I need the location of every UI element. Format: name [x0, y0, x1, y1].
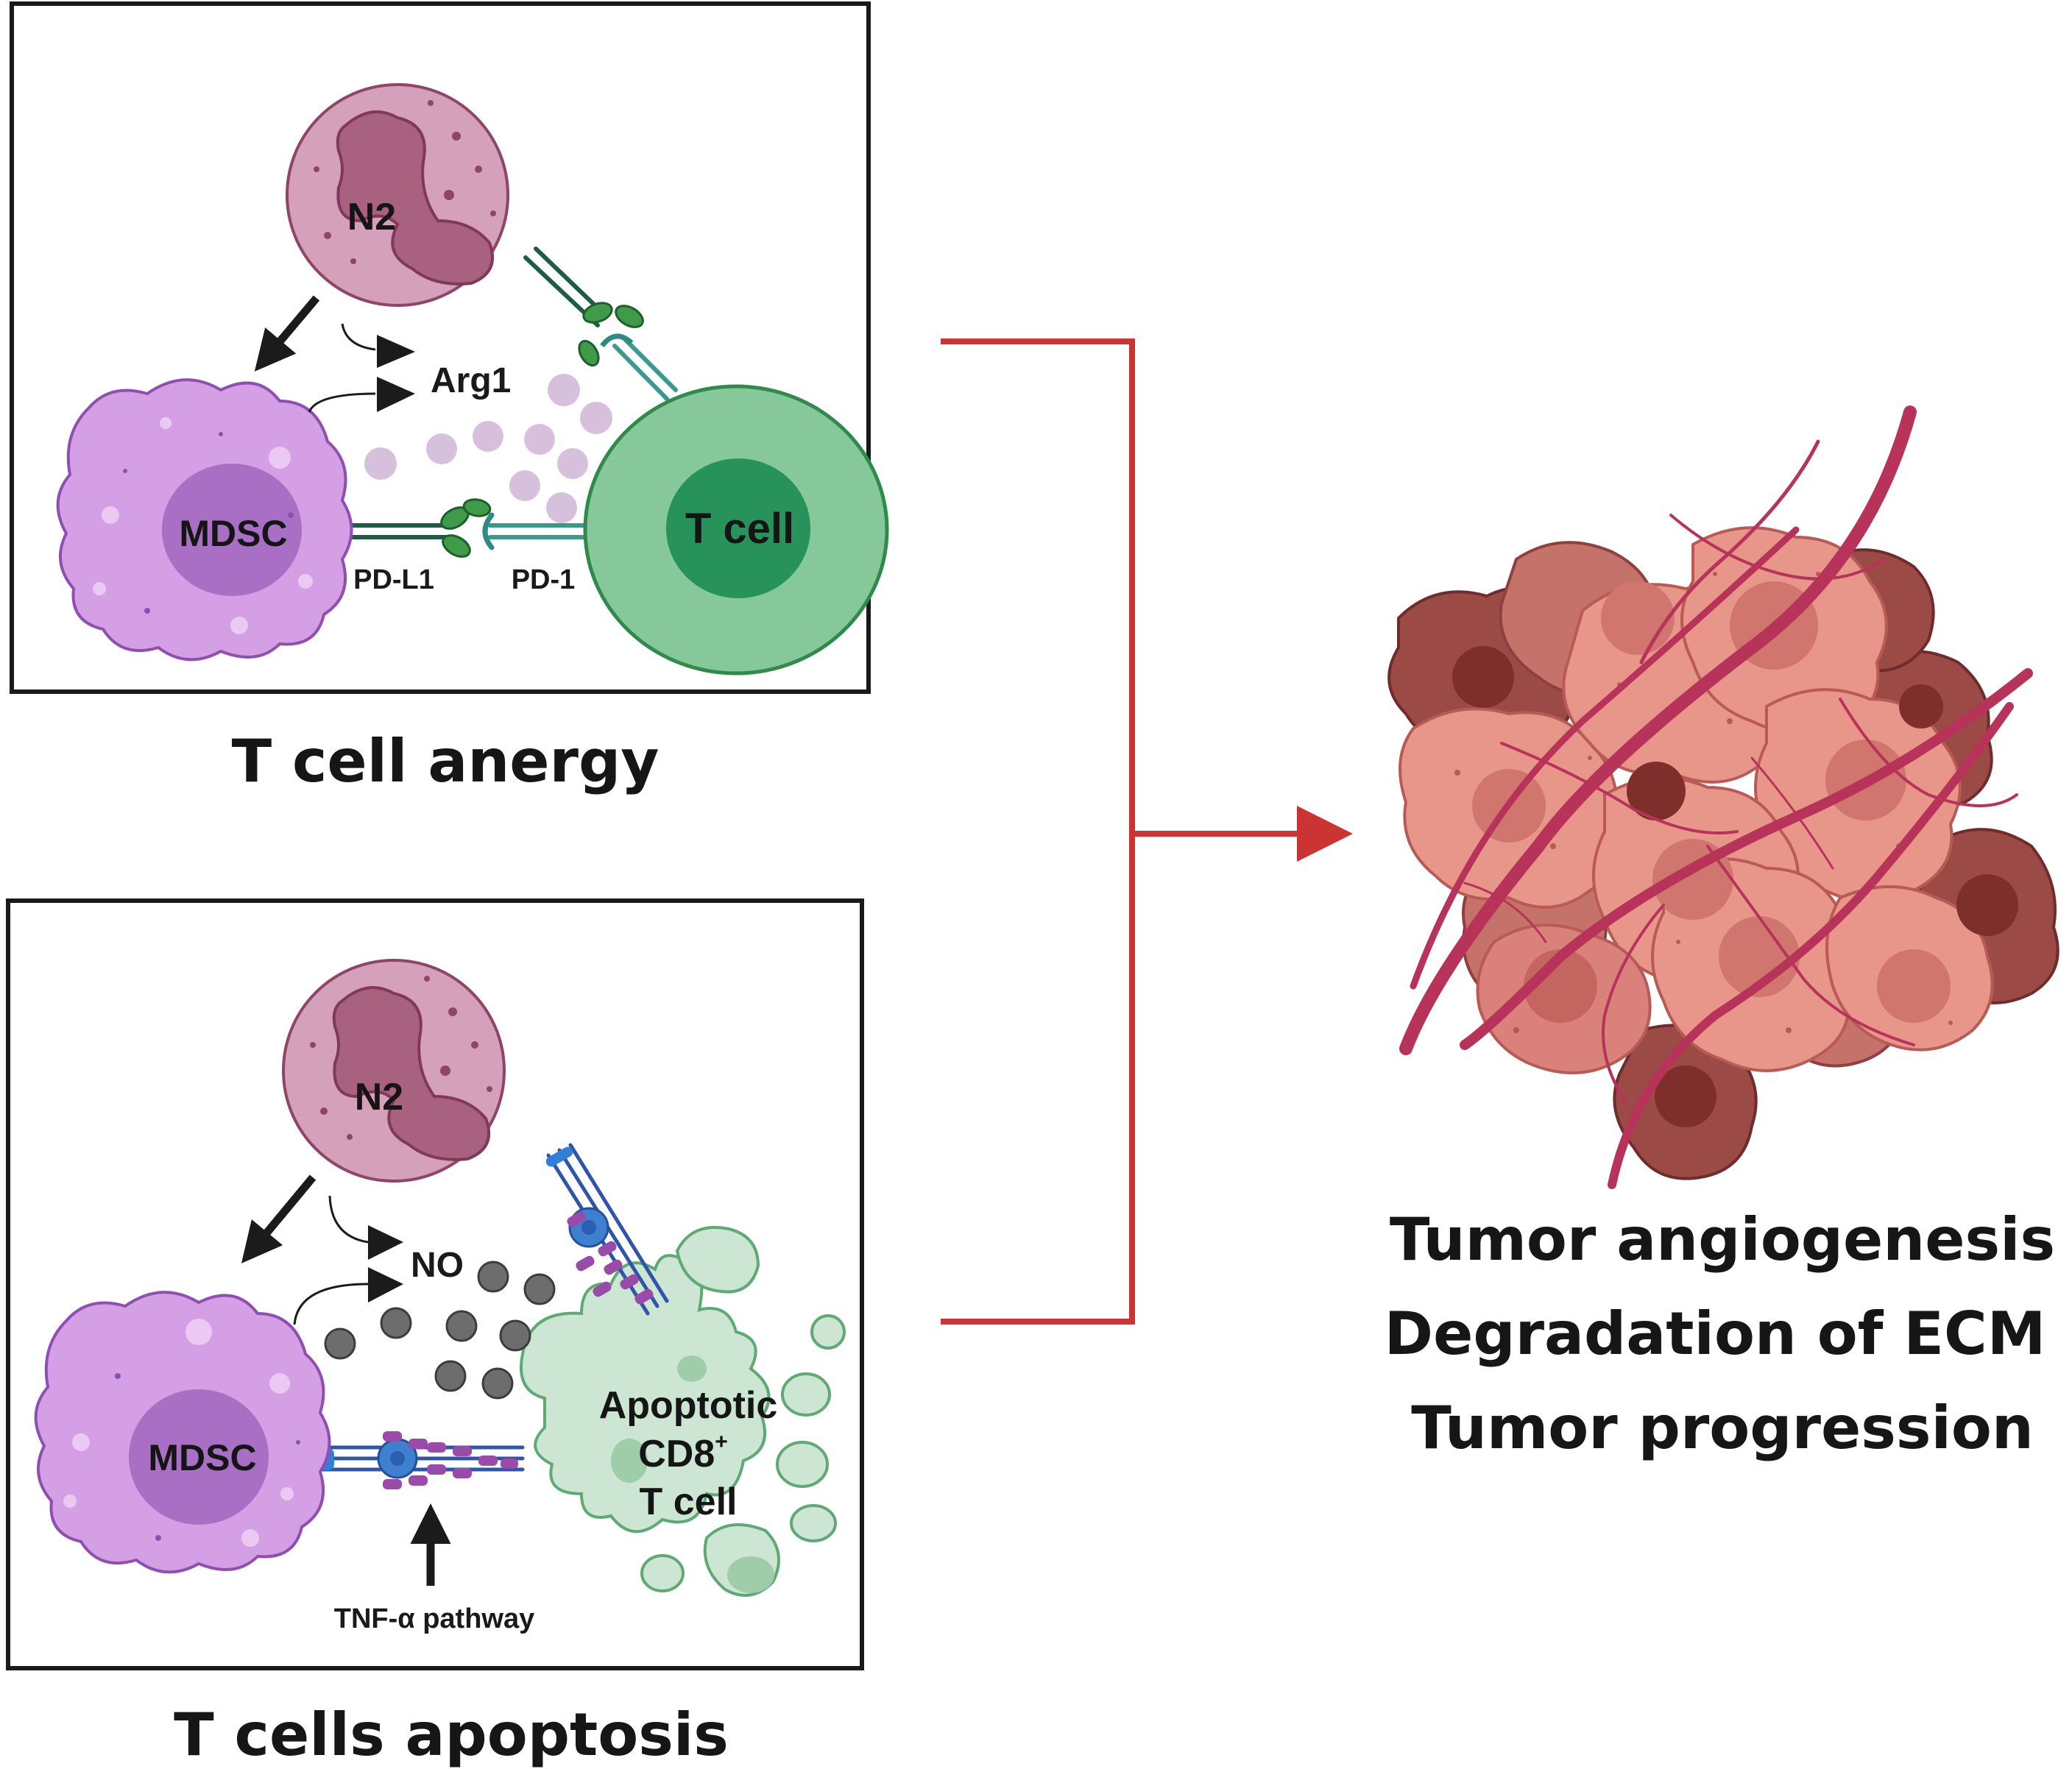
outcome-line-3: Tumor progression: [1411, 1394, 2034, 1462]
connector-mdsc-apoptotic: [307, 1431, 525, 1489]
connector-pdl1-pd1: [339, 498, 591, 558]
n2-neutrophil-bottom: [282, 959, 506, 1183]
n2-neutrophil-top: [286, 83, 509, 307]
panel-t-cell-anergy: MDSC N2 T cell Arg: [10, 1, 889, 694]
receptor-pair-upper: [578, 302, 644, 367]
no-particles: [324, 1261, 556, 1400]
arrow-n2-to-mdsc-top: [254, 295, 320, 372]
mdsc-label-bottom: MDSC: [148, 1437, 256, 1478]
outcome-line-2: Degradation of ECM: [1385, 1300, 2046, 1368]
bracket-connector: [941, 338, 1303, 1325]
blood-vessels: [1399, 405, 2033, 1189]
arrow-to-tumor: [1297, 806, 1353, 862]
mdsc-label-top: MDSC: [179, 513, 287, 554]
mdsc-cell-top: [56, 378, 353, 662]
n2-label-top: N2: [347, 196, 396, 238]
tnf-pathway-label: TNF-α pathway: [334, 1603, 534, 1634]
panel-t-cells-apoptosis: Apoptotic CD8+ T cell: [6, 898, 864, 1670]
apoptotic-label-line3: T cell: [640, 1481, 738, 1523]
arrow-n2-to-mdsc-bottom: [241, 1174, 317, 1263]
connector-n2-apoptotic: [545, 1143, 669, 1316]
pd1-label: PD-1: [512, 564, 576, 595]
apoptotic-cd8-t-cell: [520, 1226, 846, 1597]
apoptotic-sup-text: +: [715, 1430, 728, 1454]
apoptotic-label-line2: CD8+: [638, 1430, 728, 1475]
mdsc-cell-bottom: [34, 1291, 331, 1574]
tumor-mass: [1387, 405, 2059, 1189]
n2-label-bottom: N2: [355, 1076, 403, 1119]
arg1-particles: [364, 374, 612, 523]
apoptotic-cd8-text: CD8: [638, 1433, 715, 1475]
secretion-arrows-top: [308, 323, 415, 413]
secretion-arrows-bottom: [293, 1195, 403, 1325]
tcell-label-top: T cell: [685, 505, 794, 553]
mediator-label-top: Arg1: [431, 361, 511, 400]
caption-t-cell-anergy: T cell anergy: [232, 727, 660, 795]
pdl1-label: PD-L1: [353, 564, 434, 595]
apoptotic-label-line1: Apoptotic: [599, 1384, 778, 1427]
outcome-line-1: Tumor angiogenesis: [1390, 1205, 2055, 1274]
mediator-label-bottom: NO: [411, 1246, 464, 1285]
t-cell-top: [583, 384, 889, 676]
caption-t-cells-apoptosis: T cells apoptosis: [174, 1701, 729, 1769]
